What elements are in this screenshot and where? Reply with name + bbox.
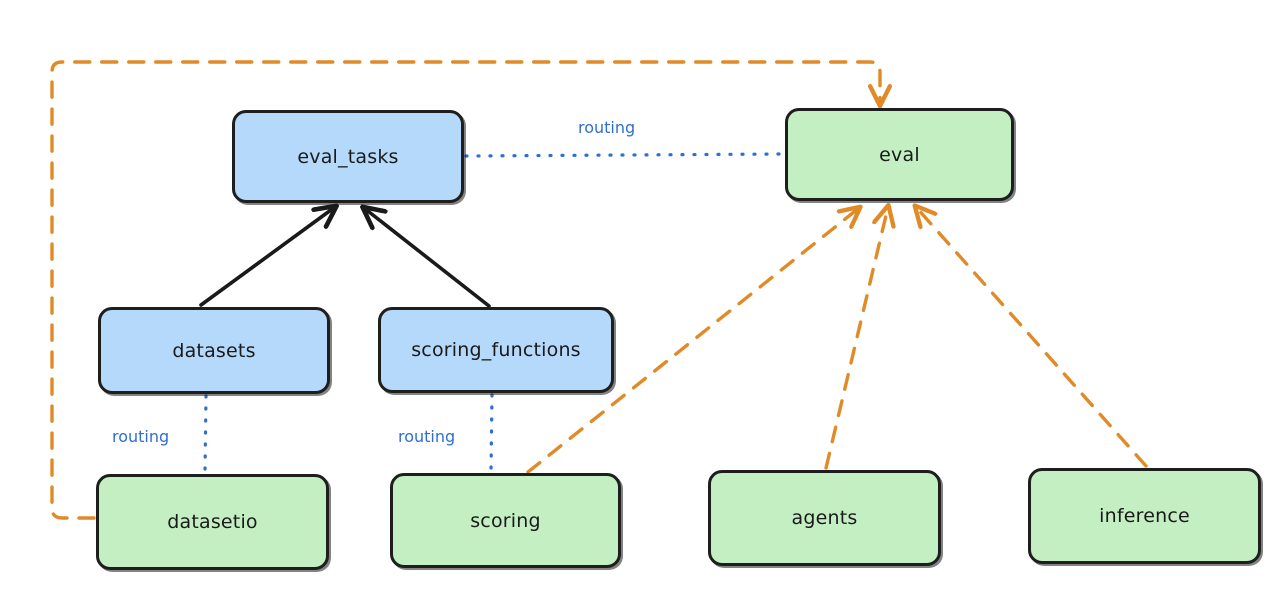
edge-scoring-functions-to-scoring [489, 393, 494, 473]
edge-inference-to-eval [916, 207, 1148, 468]
node-label-datasetio: datasetio [167, 511, 258, 533]
node-datasets[interactable]: datasets [98, 307, 330, 394]
node-label-scoring: scoring [470, 509, 541, 532]
edge-datasetio-to-eval [50, 60, 880, 520]
node-eval[interactable]: eval [785, 108, 1014, 201]
edge-datasets-to-eval-tasks [199, 207, 335, 307]
edge-agents-to-eval [824, 207, 888, 470]
node-agents[interactable]: agents [708, 470, 941, 566]
edge-eval-tasks-to-eval [464, 152, 785, 158]
node-label-agents: agents [791, 507, 858, 529]
node-label-inference: inference [1099, 505, 1190, 527]
edge-label-routing-datasets: routing [112, 427, 170, 446]
node-scoring[interactable]: scoring [390, 473, 621, 568]
node-datasetio[interactable]: datasetio [96, 474, 329, 570]
node-eval-tasks[interactable]: eval_tasks [232, 110, 464, 203]
edge-scoring-functions-to-eval-tasks [364, 208, 491, 308]
edge-label-routing-eval-tasks: routing [578, 118, 636, 137]
node-label-datasets: datasets [172, 339, 256, 362]
node-label-eval: eval [879, 143, 920, 166]
edge-scoring-to-eval [526, 208, 859, 474]
edge-label-routing-scoring-functions: routing [398, 427, 456, 446]
edge-datasets-to-datasetio [203, 394, 208, 474]
node-label-eval-tasks: eval_tasks [297, 145, 399, 168]
node-scoring-functions[interactable]: scoring_functions [378, 307, 614, 393]
node-inference[interactable]: inference [1028, 468, 1261, 564]
node-label-scoring-functions: scoring_functions [411, 339, 581, 361]
